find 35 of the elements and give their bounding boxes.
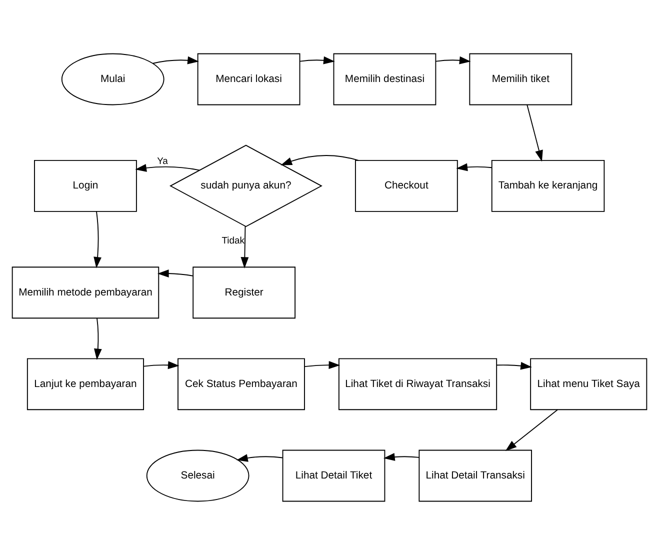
arrow [496,362,532,370]
node-box: Memilih metode pembayaran [12,266,160,319]
node-diamond: sudah punya akun? [169,144,322,228]
node-box: Lihat Detail Tiket [282,450,386,502]
node-box: Register [192,266,296,319]
arrow [505,409,558,452]
edge-label: Ya [157,155,168,166]
arrow [152,56,199,64]
arrow [157,270,194,278]
edge-label: Tidak [222,234,244,246]
arrow [526,104,543,162]
node-box: Login [34,160,137,212]
node-box: Tambah ke keranjang [491,160,605,212]
arrow [240,226,249,268]
node-box: Lihat Detail Transaksi [418,450,532,502]
arrow [456,163,492,172]
node-box: Lihat menu Tiket Saya [530,358,648,410]
node-box: Lihat Tiket di Riwayat Transaksi [338,358,498,410]
arrow [94,318,102,360]
arrow [304,361,340,370]
node-box: Mencari lokasi [197,53,300,106]
node-ellipse: Mulai [61,53,164,106]
node-box: Checkout [354,160,458,212]
arrow [135,164,200,172]
arrow [435,56,471,64]
node-box: Memilih destinasi [333,53,436,106]
node-box: Lanjut ke pembayaran [26,358,144,410]
node-box: Cek Status Pembayaran [178,358,305,410]
arrow [94,210,102,268]
arrow [236,454,283,462]
arrow [383,453,420,461]
node-box: Memilih tiket [469,53,572,106]
arrow [280,155,360,166]
arrow [143,361,180,370]
arrow [300,56,335,64]
